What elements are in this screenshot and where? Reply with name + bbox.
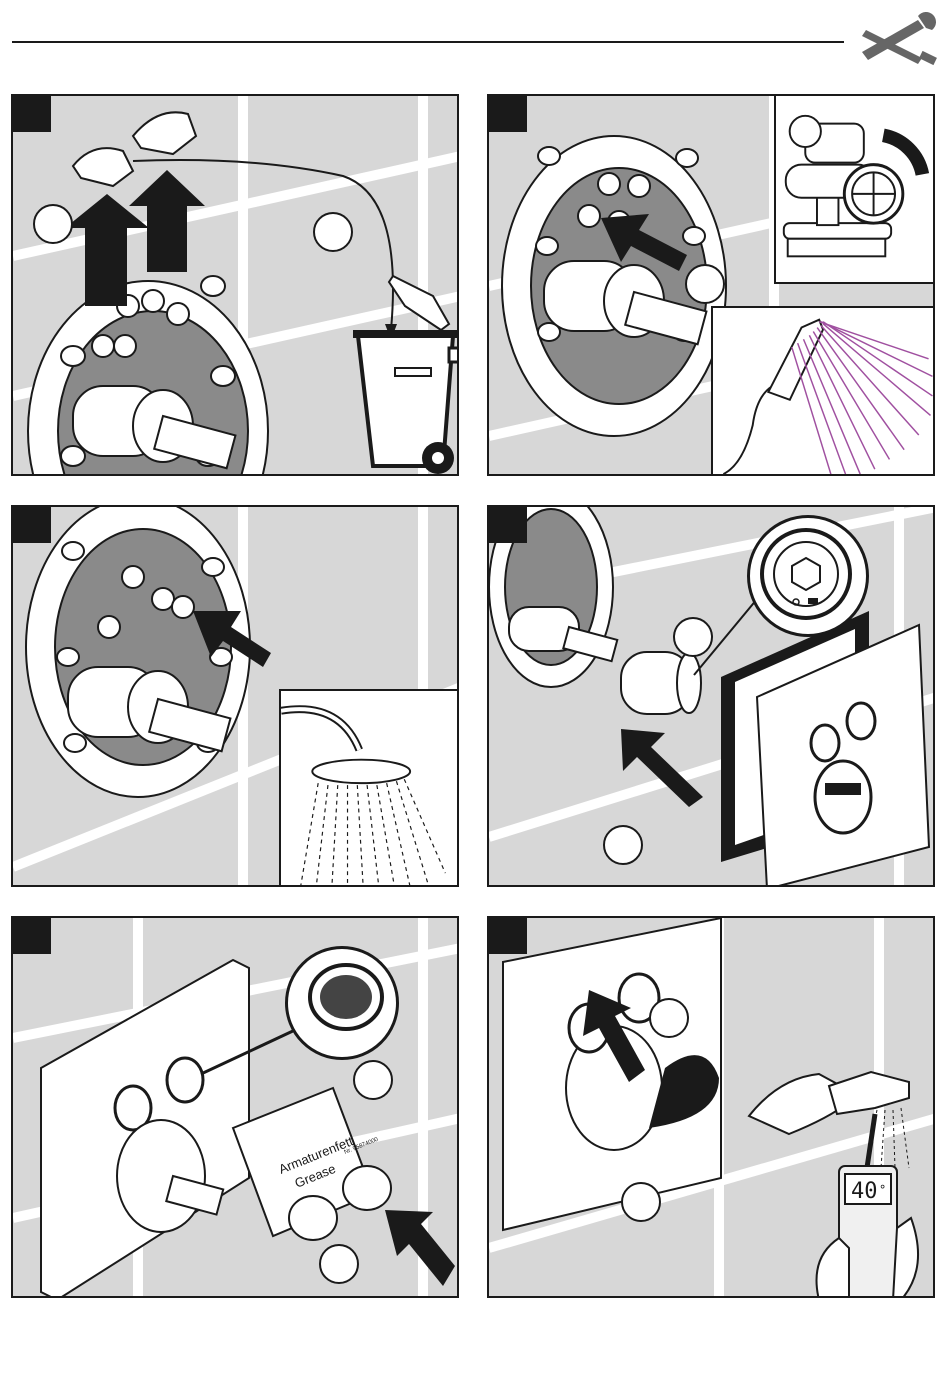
step-panel-1 — [11, 94, 459, 476]
callout-circle — [603, 825, 643, 865]
callout-circle — [313, 212, 353, 252]
flush-valve-icon — [774, 94, 935, 284]
callout-circle — [33, 204, 73, 244]
callout-circle — [621, 1182, 661, 1222]
step-number-box — [13, 507, 51, 543]
step-panel-2 — [487, 94, 935, 476]
step-number-box — [13, 96, 51, 132]
step-number-box — [489, 507, 527, 543]
thermometer-unit: ° — [879, 1183, 886, 1197]
step-number-box — [489, 918, 527, 954]
cover-plate-icon — [721, 611, 929, 887]
step-panel-6: 40 ° — [487, 916, 935, 1298]
hand-shower-spray-icon — [711, 306, 935, 476]
callout-circle — [319, 1244, 359, 1284]
step-number-box — [13, 918, 51, 954]
step-panel-5: Armaturenfett Grease Nr. 95874000 — [11, 916, 459, 1298]
step-panel-4 — [487, 505, 935, 887]
callout-circle — [353, 1060, 393, 1100]
trash-bin-icon — [353, 276, 459, 474]
thermometer-reading: 40 — [851, 1179, 878, 1204]
header-rule — [12, 41, 844, 43]
callout-circle — [685, 264, 725, 304]
grease-ring-detail-icon — [285, 946, 399, 1060]
step-panel-3 — [11, 505, 459, 887]
callout-circle — [673, 617, 713, 657]
cartridge-detail-icon — [747, 515, 869, 637]
wrench-screwdriver-icon — [856, 12, 940, 68]
overhead-shower-spray-icon — [279, 689, 459, 887]
callout-circle — [649, 998, 689, 1038]
step-number-box — [489, 96, 527, 132]
